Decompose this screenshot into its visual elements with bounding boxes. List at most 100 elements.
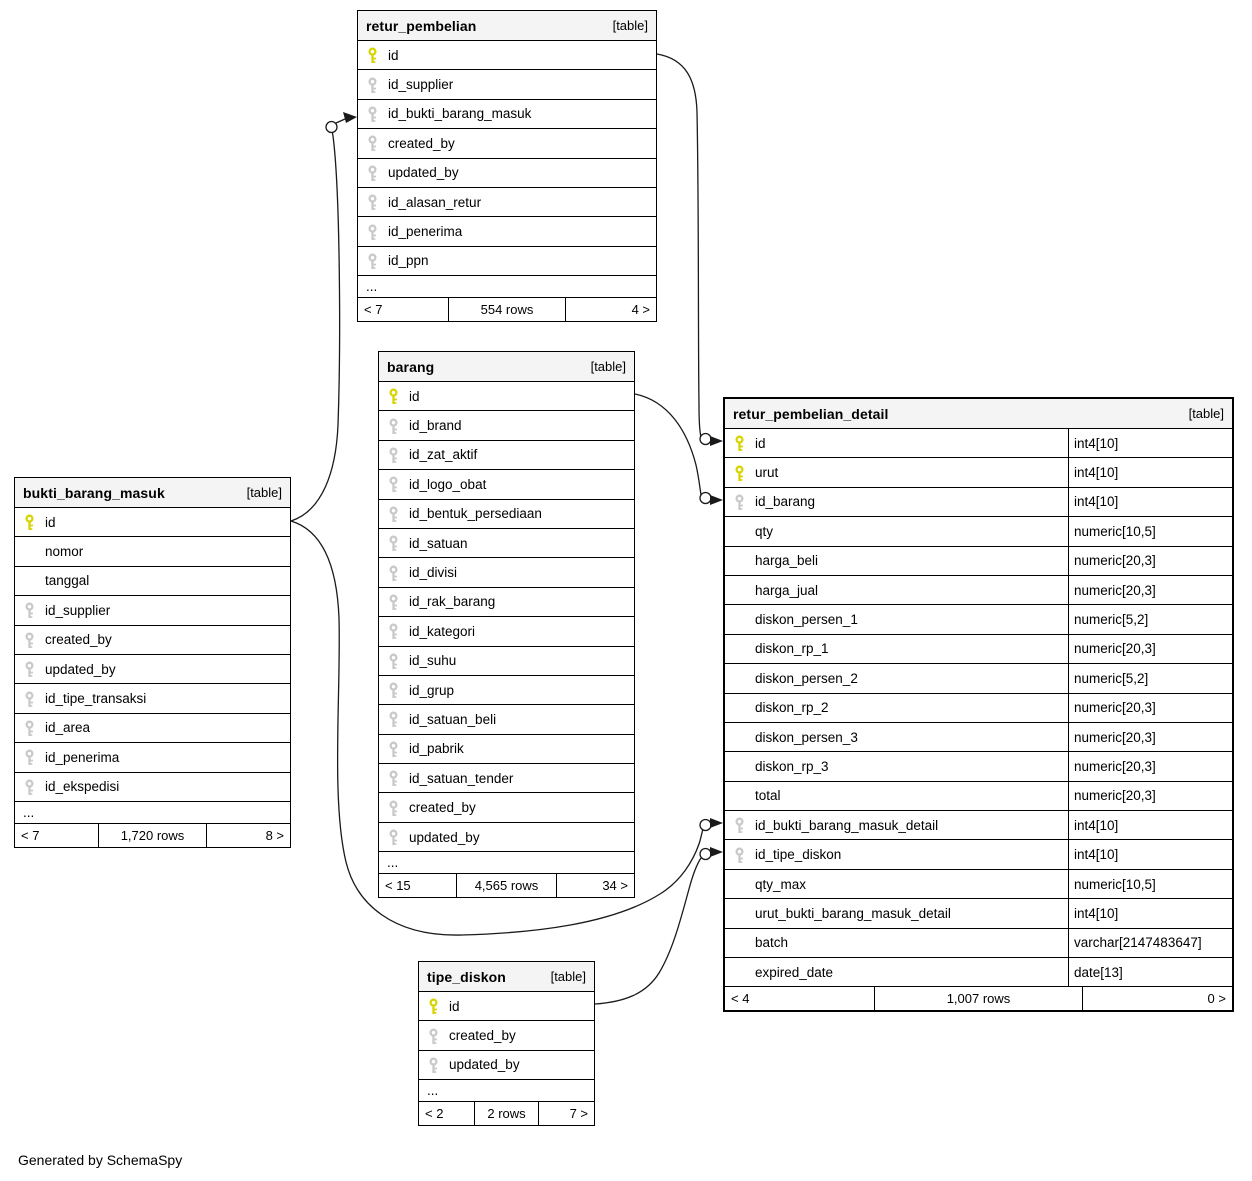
column-row-id_penerima: id_penerima [15, 742, 290, 771]
relationship-retur_pembelian.id-to-retur_pembelian_detail.id [656, 53, 723, 446]
foreign-key-icon [368, 165, 377, 181]
column-name: id_ppn [388, 253, 429, 269]
table-header[interactable]: tipe_diskon[table] [419, 962, 594, 991]
foreign-key-icon [368, 77, 377, 93]
column-name: diskon_rp_3 [755, 758, 829, 774]
column-type: varchar[2147483647] [1068, 928, 1232, 958]
foreign-key-icon [389, 418, 398, 434]
column-type: numeric[20,3] [1068, 722, 1232, 752]
table-name: retur_pembelian [366, 17, 477, 34]
column-row-id_bentuk_persediaan: id_bentuk_persediaan [379, 498, 634, 528]
column-type: int4[10] [1068, 458, 1232, 487]
foreign-key-arrowhead [343, 112, 357, 123]
column-row-id_satuan_beli: id_satuan_beli [379, 704, 634, 733]
column-name: updated_by [388, 165, 459, 181]
column-name: id [449, 998, 460, 1014]
table-header[interactable]: bukti_barang_masuk[table] [15, 478, 290, 507]
column-name: updated_by [449, 1057, 520, 1073]
column-row-tanggal: tanggal [15, 565, 290, 595]
column-row-id_zat_aktif: id_zat_aktif [379, 439, 634, 469]
column-row-id_divisi: id_divisi [379, 557, 634, 586]
column-name: id_rak_barang [409, 594, 496, 610]
foreign-key-icon [389, 476, 398, 493]
column-name: id_satuan_tender [409, 770, 514, 786]
primary-key-icon [429, 998, 438, 1015]
foreign-key-icon [368, 224, 377, 240]
column-type: numeric[20,3] [1068, 575, 1232, 605]
zero-or-one-circle-marker [699, 847, 712, 861]
column-name: qty_max [755, 876, 807, 892]
column-row-updated_by: updated_by [379, 821, 634, 851]
foreign-key-icon [429, 1028, 438, 1044]
column-name: id_pabrik [409, 741, 464, 757]
foreign-key-icon [368, 194, 377, 211]
table-header[interactable]: retur_pembelian[table] [358, 11, 656, 40]
foreign-key-icon [389, 506, 398, 522]
table-header[interactable]: retur_pembelian_detail[table] [725, 399, 1232, 428]
foreign-key-arrowhead [710, 436, 723, 446]
footer-children-count: 34 > [602, 878, 628, 894]
zero-or-one-circle-marker [699, 432, 712, 446]
column-type: numeric[20,3] [1068, 693, 1232, 722]
column-row-id_area: id_area [15, 712, 290, 742]
foreign-key-icon [735, 817, 744, 834]
column-name: id_divisi [409, 565, 458, 581]
column-name: created_by [449, 1028, 516, 1044]
column-name: diskon_rp_2 [755, 700, 829, 716]
column-name: total [755, 788, 781, 804]
column-row-id: id [15, 507, 290, 536]
column-name: id_barang [755, 494, 816, 510]
primary-key-icon [735, 465, 744, 481]
column-name: id_tipe_diskon [755, 847, 842, 863]
foreign-key-icon [25, 661, 34, 678]
zero-or-one-circle-marker [325, 120, 338, 134]
column-row-created_by: created_by [358, 128, 656, 157]
footer-parents-count: < 7 [358, 298, 449, 322]
column-row-created_by: created_by [15, 624, 290, 654]
hidden-columns-ellipsis: ... [379, 851, 634, 873]
foreign-key-icon [25, 602, 34, 619]
column-row-id_kategori: id_kategori [379, 616, 634, 645]
column-name: created_by [409, 800, 476, 816]
primary-key-icon [368, 47, 377, 64]
foreign-key-icon [368, 106, 377, 122]
foreign-key-icon [368, 135, 377, 152]
column-name: urut [755, 465, 779, 481]
foreign-key-icon [735, 847, 744, 863]
column-name: diskon_persen_3 [755, 729, 858, 745]
column-row-id_ppn: id_ppn [358, 245, 656, 275]
column-name: id_penerima [388, 224, 463, 240]
column-type: int4[10] [1068, 811, 1232, 840]
column-name: id_grup [409, 682, 455, 698]
table-header[interactable]: barang[table] [379, 352, 634, 381]
foreign-key-arrowhead [710, 818, 723, 828]
foreign-key-icon [25, 749, 34, 766]
column-type: numeric[20,3] [1068, 634, 1232, 664]
footer-children-count: 0 > [1207, 991, 1226, 1007]
table-tipe_diskon[interactable]: tipe_diskon[table]id created_by updated_by… [418, 961, 595, 1127]
column-row-id_suhu: id_suhu [379, 645, 634, 675]
column-type: int4[10] [1068, 899, 1232, 928]
column-row-id_brand: id_brand [379, 410, 634, 439]
foreign-key-icon [429, 1057, 438, 1073]
column-type: date[13] [1068, 958, 1232, 987]
column-name: id_zat_aktif [409, 447, 478, 463]
footer-row-count: 2 rows [475, 1102, 540, 1126]
column-name: id_area [45, 720, 91, 736]
primary-key-icon [389, 388, 398, 405]
